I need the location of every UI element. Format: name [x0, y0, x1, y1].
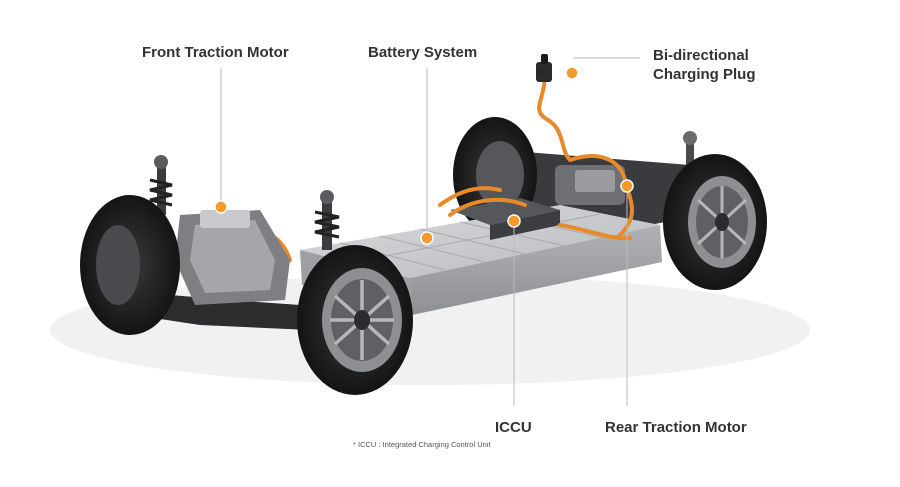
iccu-footnote: * ICCU : Integrated Charging Control Uni…	[353, 440, 491, 449]
charging-plug	[536, 54, 552, 82]
rear-right-wheel	[663, 154, 767, 290]
orange-dot-icon	[565, 66, 579, 80]
callout-markers	[214, 66, 634, 245]
orange-dot-icon	[507, 214, 521, 228]
orange-dot-icon	[420, 231, 434, 245]
iccu-unit	[450, 198, 560, 240]
label-battery-system: Battery System	[368, 44, 478, 61]
rear-shock	[683, 131, 697, 175]
label-rear-traction-motor: Rear Traction Motor	[605, 419, 747, 436]
label-charging-plug-line2: Charging Plug	[653, 66, 756, 83]
label-charging-plug-line1: Bi-directional	[653, 47, 749, 64]
front-right-wheel	[297, 245, 413, 395]
front-shocks	[149, 155, 340, 250]
label-front-traction-motor: Front Traction Motor	[142, 44, 289, 61]
orange-dot-icon	[214, 200, 228, 214]
leader-lines	[220, 57, 640, 406]
label-iccu: ICCU	[495, 419, 532, 436]
front-left-wheel	[80, 195, 180, 335]
orange-dot-icon	[620, 179, 634, 193]
